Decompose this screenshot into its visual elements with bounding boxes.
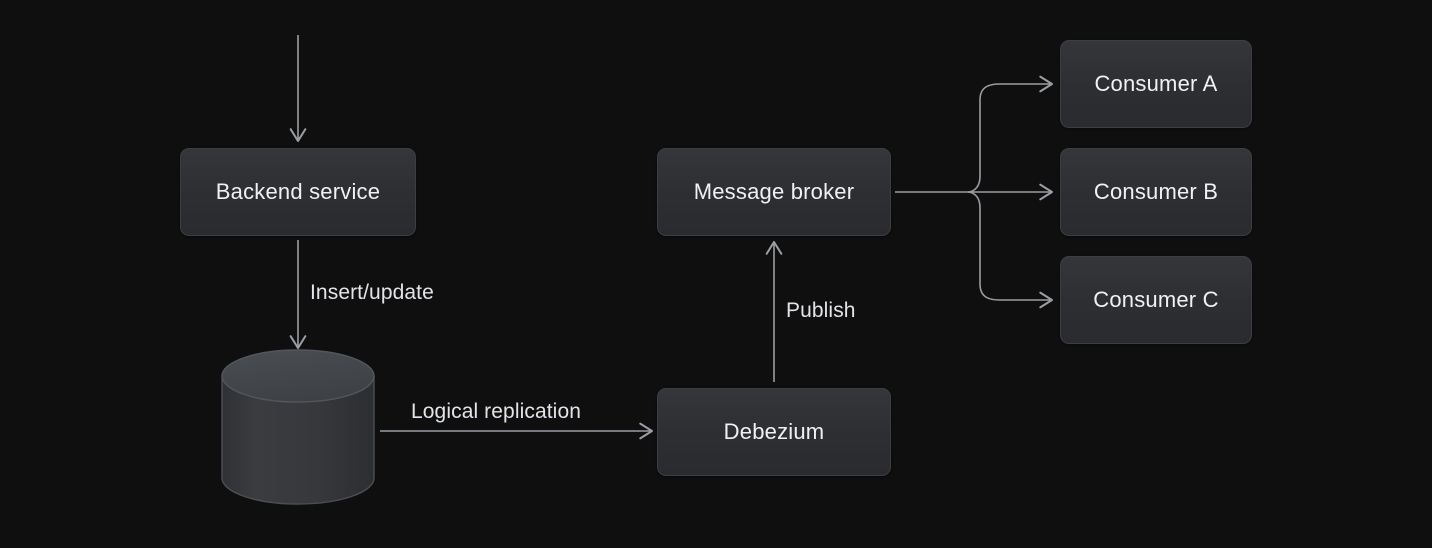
node-backend-service-label: Backend service <box>215 179 381 204</box>
node-message-broker[interactable]: Message broker <box>657 148 891 236</box>
node-consumer-c-label: Consumer C <box>1093 287 1219 312</box>
database-cylinder[interactable] <box>218 348 378 510</box>
node-consumer-b-label: Consumer B <box>1093 179 1219 204</box>
edge-label-logical-replication: Logical replication <box>411 400 582 423</box>
node-consumer-a[interactable]: Consumer A <box>1060 40 1252 128</box>
node-message-broker-label: Message broker <box>693 179 855 204</box>
node-consumer-c[interactable]: Consumer C <box>1060 256 1252 344</box>
edge-label-insert-update: Insert/update <box>310 281 434 304</box>
edge-broker-to-consumers <box>895 75 1054 309</box>
node-debezium-label: Debezium <box>723 419 825 444</box>
node-consumer-a-label: Consumer A <box>1094 71 1218 96</box>
edge-label-publish: Publish <box>786 299 856 322</box>
node-consumer-b[interactable]: Consumer B <box>1060 148 1252 236</box>
node-backend-service[interactable]: Backend service <box>180 148 416 236</box>
node-debezium[interactable]: Debezium <box>657 388 891 476</box>
